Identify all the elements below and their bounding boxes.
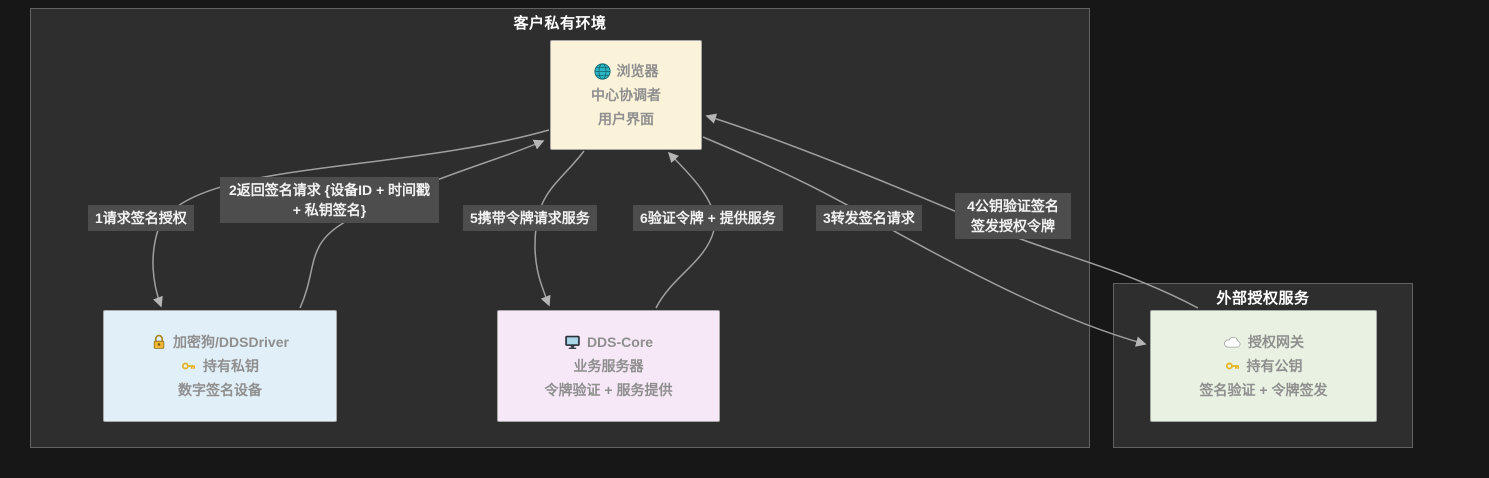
edge-label-2: 2返回签名请求 {设备ID + 时间戳 + 私钥签名} — [220, 177, 439, 223]
gateway-node-title: 授权网关 — [1248, 334, 1304, 350]
gateway-node: 授权网关 持有公钥 签名验证 + 令牌签发 — [1150, 310, 1377, 422]
lock-icon — [151, 334, 167, 350]
edge-label-5-text: 5携带令牌请求服务 — [470, 210, 590, 226]
edge-label-6: 6验证令牌 + 提供服务 — [633, 205, 783, 231]
key-icon — [181, 358, 197, 374]
dds-core-node-role: 业务服务器 — [573, 358, 644, 374]
browser-node: 浏览器 中心协调者 用户界面 — [550, 40, 702, 150]
browser-node-desc: 用户界面 — [598, 111, 654, 127]
edge-label-6-text: 6验证令牌 + 提供服务 — [640, 210, 776, 226]
edge-label-4-line2: 签发授权令牌 — [971, 218, 1055, 234]
dongle-node-title: 加密狗/DDSDriver — [173, 334, 289, 350]
edge-label-4-line1: 4公钥验证签名 — [967, 198, 1059, 214]
edge-label-4: 4公钥验证签名 签发授权令牌 — [955, 193, 1071, 239]
edge-label-3-text: 3转发签名请求 — [823, 210, 915, 226]
dds-core-node-title: DDS-Core — [586, 334, 654, 350]
edge-label-3: 3转发签名请求 — [816, 205, 922, 231]
edge-label-2-line1: 2返回签名请求 — [228, 182, 321, 198]
key-icon — [1225, 358, 1241, 374]
cloud-icon — [1223, 335, 1242, 349]
browser-node-role: 中心协调者 — [591, 87, 661, 103]
external-service-title: 外部授权服务 — [1216, 290, 1310, 307]
dds-core-node-desc: 令牌验证 + 服务提供 — [544, 382, 673, 398]
edge-label-1-text: 1请求签名授权 — [95, 210, 187, 226]
edge-label-5: 5携带令牌请求服务 — [463, 205, 597, 231]
edge-label-1: 1请求签名授权 — [88, 205, 194, 231]
dongle-node-key-line: 持有私钥 — [203, 358, 259, 374]
dongle-node: 加密狗/DDSDriver 持有私钥 数字签名设备 — [103, 310, 337, 422]
browser-node-title: 浏览器 — [616, 63, 659, 79]
client-env-title: 客户私有环境 — [513, 15, 607, 32]
dds-core-node: DDS-Core 业务服务器 令牌验证 + 服务提供 — [497, 310, 720, 422]
dongle-node-desc: 数字签名设备 — [178, 382, 262, 398]
gateway-node-desc: 签名验证 + 令牌签发 — [1199, 382, 1328, 398]
gateway-node-key-line: 持有公钥 — [1246, 358, 1303, 374]
monitor-icon — [564, 334, 581, 351]
globe-icon — [593, 62, 611, 80]
